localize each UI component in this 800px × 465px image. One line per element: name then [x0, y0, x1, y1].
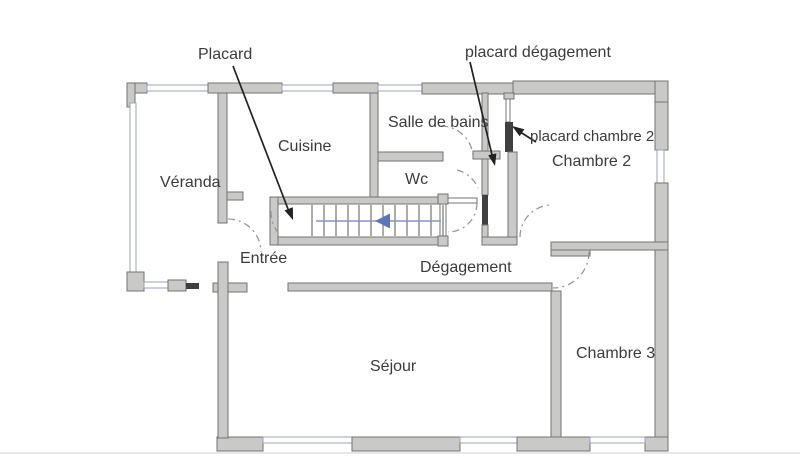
room-label-chambre3: Chambre 3	[576, 345, 655, 362]
annotation-arrows	[232, 61, 537, 220]
label-placard-degagement: placard dégagement	[465, 44, 611, 61]
annotation-arrow-placard-chambre2	[520, 131, 537, 143]
label-placard-chambre2: placard chambre 2	[530, 128, 654, 145]
door-arcs	[227, 125, 590, 289]
room-label-chambre2: Chambre 2	[552, 153, 631, 170]
room-label-wc: Wc	[405, 171, 428, 188]
door-arc-wc	[456, 169, 479, 189]
room-label-sejour: Séjour	[370, 358, 417, 375]
door-arc-chambre2	[519, 204, 553, 238]
placard-chambre2-door-leaf	[505, 122, 513, 152]
stair-direction-arrow-icon	[375, 213, 390, 229]
interior-walls	[212, 92, 669, 439]
placard-degagement-door-leaf	[482, 195, 488, 225]
front-door-leaf	[186, 283, 199, 289]
room-labels: Placard placard dégagement placard chamb…	[160, 44, 655, 375]
room-label-salle-de-bains: Salle de bains	[388, 114, 489, 131]
door-arc-chambre3	[552, 251, 590, 289]
door-arc-cuisine	[270, 210, 283, 238]
annotation-arrow-placard	[232, 65, 289, 210]
exterior-walls	[126, 80, 669, 452]
door-arc-salle-de-bains	[440, 125, 474, 159]
door-arc-entree	[227, 218, 262, 253]
label-placard: Placard	[198, 46, 252, 63]
door-arc-degagement	[447, 202, 478, 233]
room-label-cuisine: Cuisine	[278, 138, 331, 155]
room-label-degagement: Dégagement	[420, 259, 512, 276]
room-label-veranda: Véranda	[160, 174, 221, 191]
staircase	[269, 193, 478, 247]
annotation-arrow-placard-degagement	[469, 61, 493, 156]
room-label-entree: Entrée	[240, 250, 287, 267]
